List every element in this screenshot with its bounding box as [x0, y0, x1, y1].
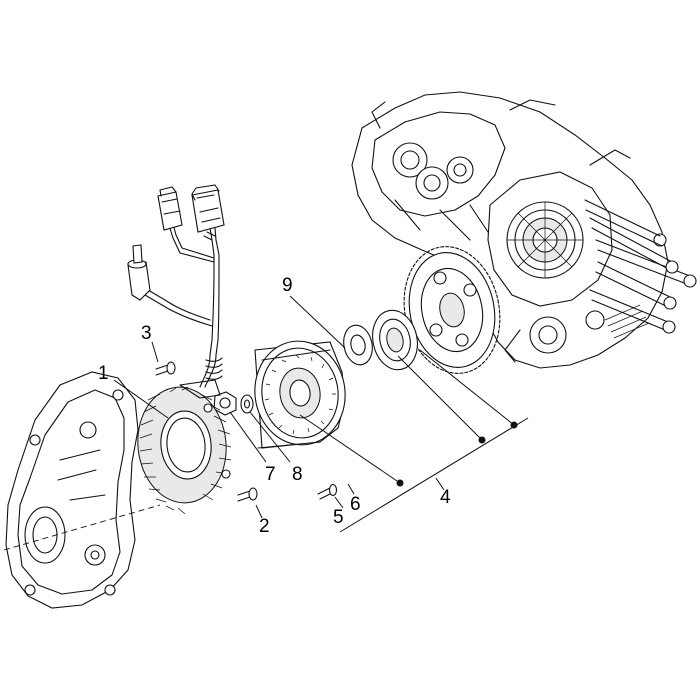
connector-plug-large	[191, 184, 225, 233]
rotor-screw-5	[317, 483, 338, 500]
callout-7: 7	[265, 464, 276, 485]
engine-crankcase	[351, 91, 697, 369]
callout-1: 1	[98, 363, 109, 384]
wiring-harness	[135, 219, 223, 388]
callout-6: 6	[350, 494, 361, 515]
freewheel-bearing	[372, 309, 418, 371]
flywheel-rotor	[254, 340, 346, 449]
connector-plug-small	[157, 186, 183, 231]
stator-screw-2	[237, 487, 258, 502]
flywheel-cover	[3, 371, 161, 609]
leader-dots	[396, 421, 518, 487]
sensor-pickup	[127, 244, 151, 301]
callout-9: 9	[282, 275, 293, 296]
flywheel-washer	[240, 394, 254, 414]
flywheel-nut	[213, 391, 237, 416]
callout-5: 5	[333, 507, 344, 528]
shim-washer	[343, 324, 373, 366]
callout-2: 2	[259, 516, 270, 537]
callout-labels: 1 2 3 4 5 6 7 8 9	[98, 275, 451, 537]
callout-3: 3	[141, 323, 152, 344]
leader-lines	[113, 295, 529, 533]
stator-screw-3	[155, 361, 176, 376]
stator-coil	[137, 379, 232, 515]
callout-8: 8	[292, 464, 303, 485]
callout-4: 4	[440, 487, 451, 508]
